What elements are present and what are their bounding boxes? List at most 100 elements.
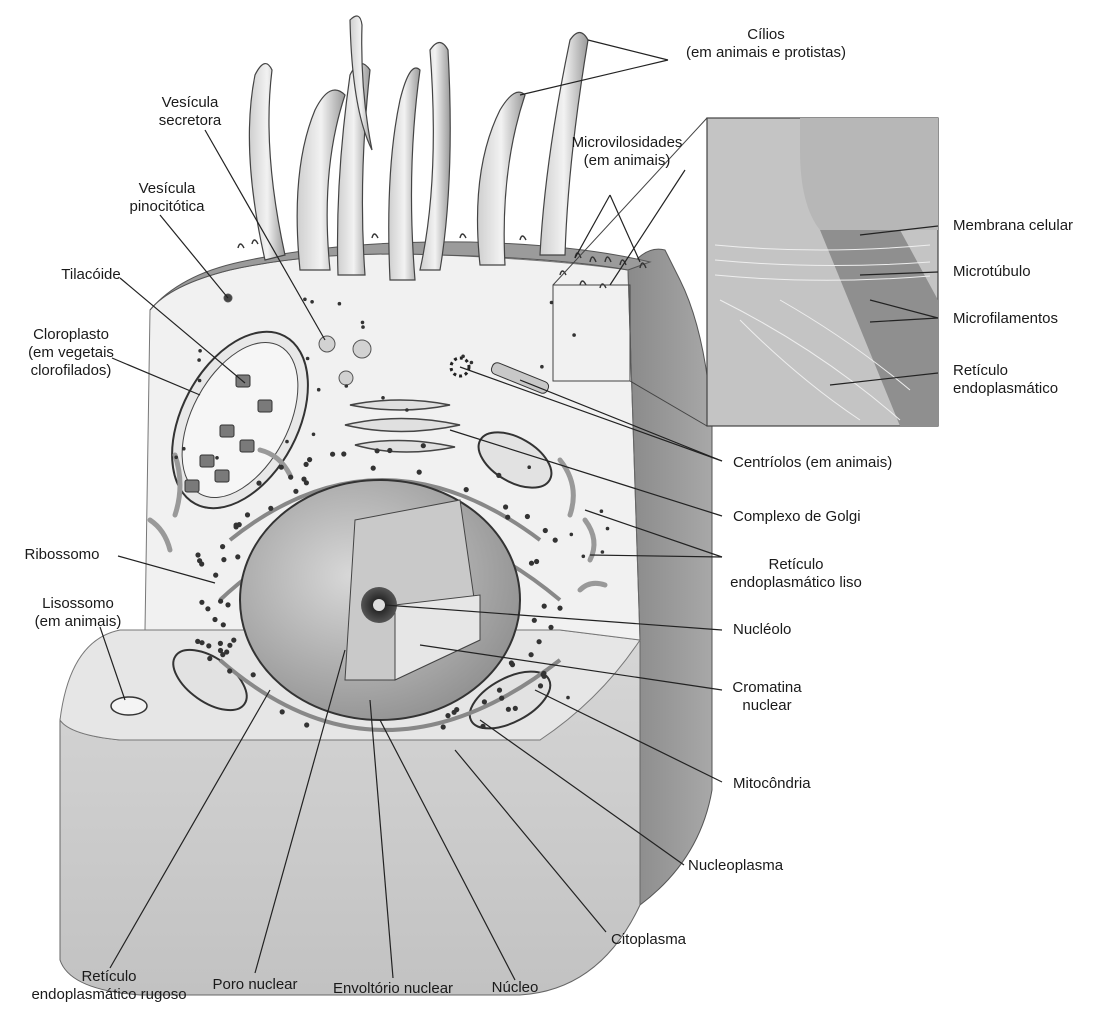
ribosome-dot	[225, 602, 230, 607]
ribosome-dot	[213, 573, 218, 578]
ribosome-dot	[182, 447, 186, 451]
label-citoplasma: Citoplasma	[611, 931, 686, 949]
ribosome-dot	[231, 638, 236, 643]
ribosome-dot	[497, 688, 502, 693]
ribosome-dot	[482, 699, 487, 704]
label-envoltorio-nuclear: Envoltório nuclear	[333, 980, 453, 998]
ribosome-dot	[600, 509, 604, 513]
ribosome-dot	[280, 709, 285, 714]
ribosome-dot	[361, 325, 365, 329]
ribosome-dot	[212, 617, 217, 622]
ribosome-dot	[227, 643, 232, 648]
ribosome-dot	[198, 379, 202, 383]
ribosome-dot	[537, 639, 542, 644]
ribosome-dot	[205, 606, 210, 611]
ribosome-dot	[441, 724, 446, 729]
ribosome-dot	[304, 462, 309, 467]
ribosome-dot	[480, 724, 485, 729]
ribosome-dot	[215, 456, 219, 460]
ribosome-dot	[499, 696, 504, 701]
ribosome-dot	[548, 625, 553, 630]
label-mitocondria: Mitocôndria	[733, 775, 811, 793]
ribosome-dot	[199, 600, 204, 605]
ribosome-dot	[207, 656, 212, 661]
ribosome-dot	[197, 358, 201, 362]
ribosome-dot	[375, 448, 380, 453]
label-lisossomo: Lisossomo(em animais)	[35, 595, 122, 631]
label-microtubulo: Microtúbulo	[953, 263, 1031, 281]
ribosome-dot	[206, 643, 211, 648]
ribosome-dot	[293, 489, 298, 494]
ribosome-dot	[195, 552, 200, 557]
ribosome-dot	[251, 672, 256, 677]
ribosome-dot	[235, 554, 240, 559]
ribosome-dot	[525, 514, 530, 519]
label-vesicula-secretora: Vesículasecretora	[159, 94, 222, 130]
label-nucleolo: Nucléolo	[733, 621, 791, 639]
ribosome-dot	[234, 523, 239, 528]
ribosome-dot	[341, 451, 346, 456]
ribosome-dot	[542, 604, 547, 609]
ribosome-dot	[220, 544, 225, 549]
label-complexo-golgi: Complexo de Golgi	[733, 508, 861, 526]
ribosome-dot	[338, 302, 342, 306]
ribosome-dot	[224, 649, 229, 654]
ribosome-dot	[541, 671, 546, 676]
ribosome-dot	[195, 639, 200, 644]
label-nucleoplasma: Nucleoplasma	[688, 857, 783, 875]
label-microfilamentos: Microfilamentos	[953, 310, 1058, 328]
ribosome-dot	[496, 473, 501, 478]
ribosome-dot	[301, 477, 306, 482]
ribosome-dot	[197, 558, 202, 563]
ribosome-dot	[510, 662, 515, 667]
ribosome-dot	[527, 465, 531, 469]
ribosome-dot	[312, 433, 316, 437]
ribosome-dot	[529, 561, 534, 566]
ribosome-dot	[317, 388, 321, 392]
ribosome-dot	[221, 557, 226, 562]
ribosome-dot	[540, 365, 544, 369]
ribosome-dot	[532, 618, 537, 623]
label-cromatina: Cromatinanuclear	[732, 679, 801, 715]
ribosome-dot	[582, 555, 586, 559]
ribosome-dot	[227, 668, 232, 673]
ribosome-dot	[306, 357, 310, 361]
ribosome-dot	[417, 470, 422, 475]
ribosome-dot	[387, 448, 392, 453]
ribosome-dot	[454, 707, 459, 712]
ribosome-dot	[445, 713, 450, 718]
ribosome-dot	[570, 533, 574, 537]
label-poro-nuclear: Poro nuclear	[212, 976, 297, 994]
ribosome-dot	[405, 408, 409, 412]
ribosome-dot	[505, 515, 510, 520]
ribosome-dot	[601, 550, 605, 554]
ribosome-dot	[557, 606, 562, 611]
ribosome-dot	[345, 384, 349, 388]
ribosome-dot	[513, 706, 518, 711]
ribosome-dot	[572, 333, 576, 337]
ribosome-dot	[538, 683, 543, 688]
label-cilios: Cílios(em animais e protistas)	[686, 26, 846, 62]
ribosome-dot	[421, 443, 426, 448]
ribosome-dot	[174, 456, 178, 460]
ribosome-dot	[534, 559, 539, 564]
ribosome-dot	[279, 465, 284, 470]
ribosome-dot	[330, 452, 335, 457]
ribosome-dot	[503, 504, 508, 509]
nucleus	[240, 480, 520, 720]
label-ribossomo: Ribossomo	[24, 546, 99, 564]
ribosome-dot	[529, 652, 534, 657]
label-cloroplasto: Cloroplasto(em vegetaisclorofilados)	[28, 326, 114, 380]
label-centriolos: Centríolos (em animais)	[733, 454, 892, 472]
ribosome-dot	[198, 349, 202, 353]
ribosome-dot	[381, 396, 385, 400]
label-vesicula-pinocitotica: Vesículapinocitótica	[129, 180, 204, 216]
label-nucleo: Núcleo	[492, 979, 539, 997]
ribosome-dot	[566, 696, 570, 700]
ribosome-dot	[307, 457, 312, 462]
ribosome-dot	[268, 506, 273, 511]
cilia	[249, 16, 588, 280]
